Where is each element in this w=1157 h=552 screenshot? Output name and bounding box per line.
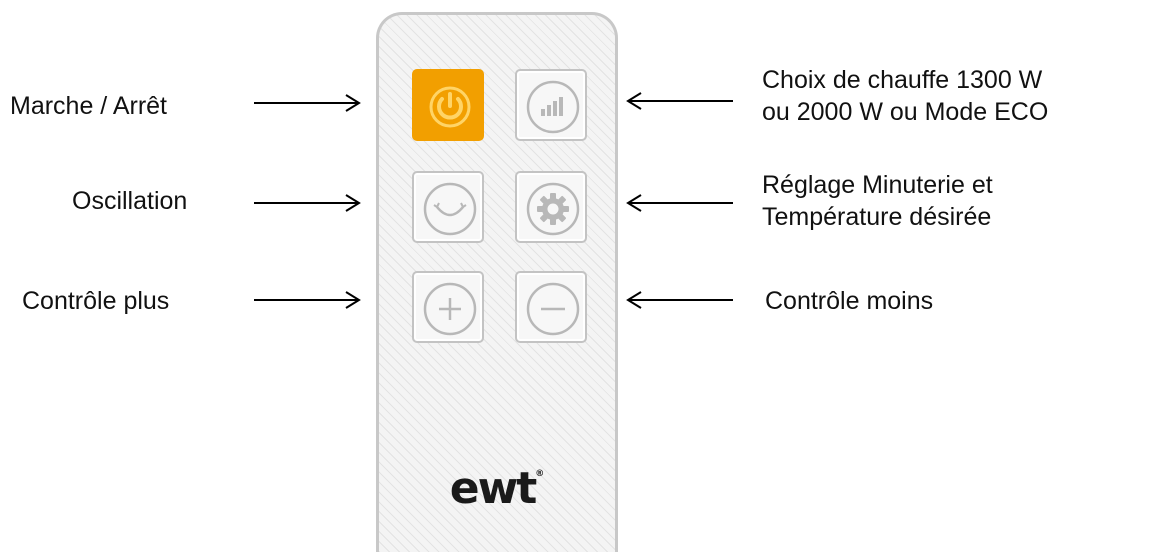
- label-timer-line1: Réglage Minuterie et: [762, 171, 993, 199]
- gear-icon: [526, 182, 580, 236]
- registered-mark: ®: [535, 469, 545, 479]
- arrow-left-minus: [626, 291, 733, 309]
- label-minus: Contrôle moins: [765, 287, 934, 315]
- power-icon: [429, 86, 471, 128]
- signal-bars-icon: [526, 80, 580, 134]
- arrow-left-timer: [626, 194, 733, 212]
- brand-logo-text: ewt: [449, 463, 538, 514]
- plus-icon: [423, 282, 477, 336]
- minus-button[interactable]: [515, 271, 587, 343]
- label-plus: Contrôle plus: [22, 287, 170, 315]
- minus-icon: [526, 282, 580, 336]
- heat-level-button[interactable]: [515, 69, 587, 141]
- label-heat-choice-line1: Choix de chauffe 1300 W: [762, 66, 1043, 94]
- oscillation-button[interactable]: [412, 171, 484, 243]
- arrow-right-oscillation: [254, 194, 361, 212]
- label-power: Marche / Arrêt: [10, 92, 167, 120]
- label-heat-choice: Choix de chauffe 1300 W ou 2000 W ou Mod…: [762, 64, 1048, 128]
- settings-button[interactable]: [515, 171, 587, 243]
- label-oscillation: Oscillation: [72, 187, 188, 215]
- power-button[interactable]: [412, 69, 484, 141]
- label-timer-line2: Température désirée: [762, 203, 992, 231]
- brand-logo: ewt®: [379, 463, 615, 514]
- label-timer: Réglage Minuterie et Température désirée: [762, 169, 993, 233]
- plus-button[interactable]: [412, 271, 484, 343]
- remote-control: ewt®: [376, 12, 618, 552]
- oscillation-icon: [423, 182, 477, 236]
- arrow-left-heat-choice: [626, 92, 733, 110]
- label-heat-choice-line2: ou 2000 W ou Mode ECO: [762, 98, 1049, 126]
- arrow-right-plus: [254, 291, 361, 309]
- arrow-right-power: [254, 94, 361, 112]
